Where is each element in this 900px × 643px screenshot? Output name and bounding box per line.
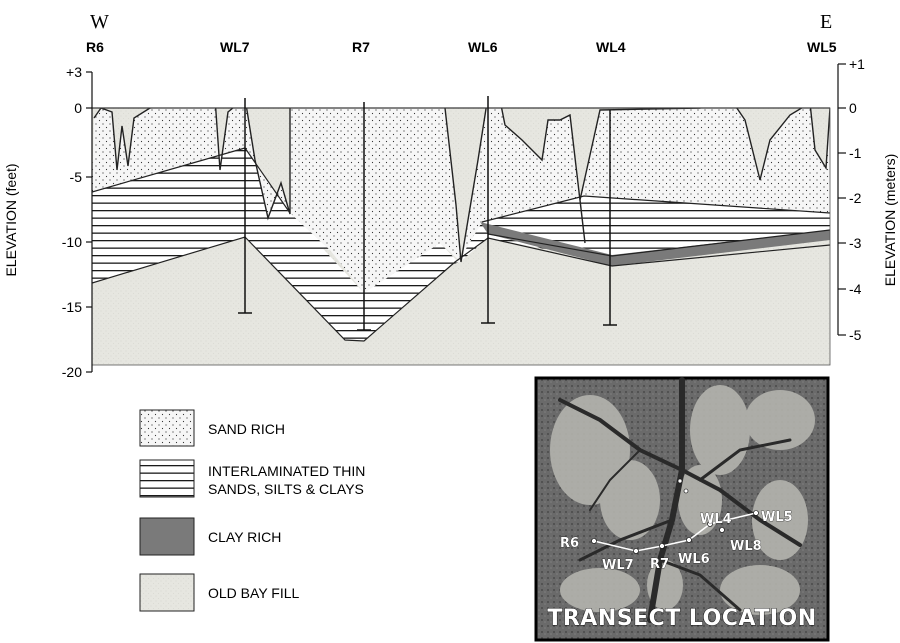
legend: SAND RICH INTERLAMINATED THIN SANDS, SIL… [139, 409, 365, 612]
right-tick-m1: -1 [849, 145, 862, 161]
map-label-wl5: WL5 [761, 510, 793, 525]
right-tick-0: 0 [849, 100, 857, 116]
left-axis-label: ELEVATION (feet) [3, 163, 19, 276]
right-tick-m3: -3 [849, 235, 862, 251]
clay-layer [480, 222, 830, 266]
well-label-wl4: WL4 [596, 39, 626, 55]
map-label-wl8: WL8 [730, 539, 762, 554]
map-label-wl7: WL7 [602, 558, 634, 573]
sand-layer-r7 [290, 108, 461, 293]
east-label: E [820, 11, 832, 33]
left-tick-5: -5 [70, 169, 83, 185]
inset-title: TRANSECT LOCATION [547, 606, 816, 631]
well-label-r6: R6 [86, 39, 104, 55]
well-label-r7: R7 [352, 39, 370, 55]
left-axis [86, 71, 93, 373]
left-tick-3: +3 [66, 64, 82, 80]
legend-label-laminated-2: SANDS, SILTS & CLAYS [208, 481, 364, 497]
right-axis-label: ELEVATION (meters) [882, 154, 898, 287]
left-tick-15: -15 [62, 299, 82, 315]
map-label-wl6: WL6 [678, 552, 710, 567]
map-label-r6: R6 [560, 536, 579, 551]
legend-label-laminated-1: INTERLAMINATED THIN [208, 463, 365, 479]
right-tick-m4: -4 [849, 281, 862, 297]
right-tick-1: +1 [849, 56, 865, 72]
left-tick-20: -20 [62, 364, 82, 380]
right-tick-m5: -5 [849, 327, 862, 343]
transect-inset-map: WL5 WL4 R6 WL8 WL6 WL7 R7 TRANSECT LOCAT… [534, 376, 830, 642]
left-tick-10: -10 [62, 234, 82, 250]
right-axis [837, 63, 846, 336]
sand-layer-wl6 [458, 108, 830, 262]
right-tick-m2: -2 [849, 190, 862, 206]
legend-swatch-laminated [139, 459, 195, 498]
well-label-wl6: WL6 [468, 39, 498, 55]
well-bores [238, 96, 617, 331]
west-label: W [90, 11, 109, 33]
laminated-trough [245, 213, 458, 341]
legend-swatch-sand [139, 409, 195, 447]
well-label-wl7: WL7 [220, 39, 250, 55]
legend-label-clay: CLAY RICH [208, 529, 281, 545]
well-label-wl5: WL5 [807, 39, 837, 55]
legend-swatch-clay [139, 517, 195, 556]
left-tick-0: 0 [74, 100, 82, 116]
legend-label-old-bay-fill: OLD BAY FILL [208, 585, 300, 601]
map-label-r7: R7 [650, 557, 669, 572]
cross-section-layers [92, 108, 830, 365]
legend-swatch-old-bay-fill [139, 573, 195, 612]
map-label-wl4: WL4 [700, 512, 732, 527]
legend-label-sand: SAND RICH [208, 421, 285, 437]
